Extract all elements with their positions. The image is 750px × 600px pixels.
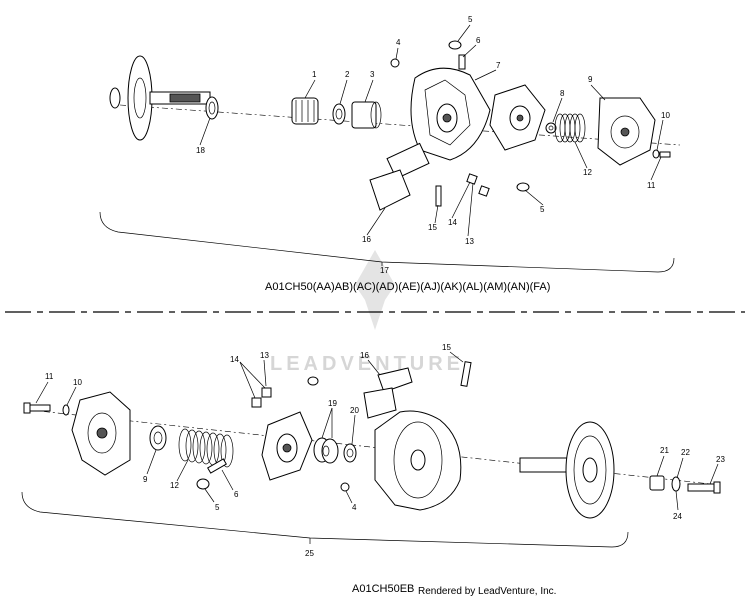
top-weight-16 — [369, 169, 411, 211]
top-washer-18 — [205, 96, 219, 120]
bottom-callout-20: 20 — [350, 406, 359, 415]
bottom-callout-25: 25 — [305, 549, 314, 558]
render-credit: Rendered by LeadVenture, Inc. — [418, 586, 556, 597]
top-bushing-3 — [351, 101, 382, 129]
bottom-callout-11: 11 — [45, 372, 54, 381]
top-fixed-sheave — [109, 55, 211, 141]
top-model-label: A01CH50(AA)AB)(AC)(AD)(AE)(AJ)(AK)(AL)(A… — [265, 281, 550, 293]
top-pin-6 — [458, 54, 466, 70]
bottom-bolt-23 — [687, 481, 721, 494]
leadventure-watermark: LEADVENTURE — [270, 250, 464, 375]
bottom-callout-24: 24 — [673, 512, 682, 521]
top-callout-3: 3 — [370, 70, 375, 79]
bottom-shoes-13-14 — [251, 387, 272, 408]
top-callout-7: 7 — [496, 61, 501, 70]
bottom-spider-assembly — [261, 411, 313, 481]
top-cover-9 — [597, 97, 656, 166]
top-movable-sheave-7 — [386, 67, 491, 180]
top-group-bracket — [99, 211, 675, 273]
bottom-assembly: 11 10 9 12 14 13 5 6 19 20 16 15 4 21 22… — [21, 343, 725, 597]
bottom-pin-6 — [207, 458, 227, 474]
top-callout-16: 16 — [362, 235, 371, 244]
bottom-bushing-9 — [149, 425, 167, 451]
top-callout-10: 10 — [661, 111, 670, 120]
top-callout-15: 15 — [428, 223, 437, 232]
top-bolt-11 — [659, 151, 671, 158]
top-callout-2: 2 — [345, 70, 350, 79]
top-callout-14: 14 — [448, 218, 457, 227]
top-spider-assembly — [489, 84, 546, 151]
bottom-callout-14: 14 — [230, 355, 239, 364]
top-callout-12: 12 — [583, 168, 592, 177]
bottom-callout-9: 9 — [143, 475, 148, 484]
top-callouts: 1 2 3 4 5 6 7 8 9 10 11 12 5 13 14 15 16… — [196, 15, 670, 275]
top-spring-12 — [554, 113, 586, 143]
bottom-bearing-19 — [313, 437, 339, 464]
top-callout-5a: 5 — [468, 15, 473, 24]
bottom-group-bracket — [21, 491, 629, 548]
bottom-bolt-15 — [460, 361, 472, 387]
watermark-text: LEADVENTURE — [270, 353, 464, 375]
bottom-callout-15: 15 — [442, 343, 451, 352]
top-cap-5 — [448, 40, 530, 192]
bottom-bushing-21 — [649, 475, 665, 491]
bottom-spring-12 — [178, 428, 234, 468]
bottom-callout-13: 13 — [260, 351, 269, 360]
top-bolt-15 — [435, 185, 442, 207]
bottom-callout-12: 12 — [170, 481, 179, 490]
bottom-callout-23: 23 — [716, 455, 725, 464]
watermark-logo-icon — [355, 250, 395, 330]
top-nut-4 — [390, 58, 400, 68]
bottom-callout-16: 16 — [360, 351, 369, 360]
bottom-nut-4 — [340, 482, 350, 492]
top-shoes-13-14 — [466, 173, 490, 197]
top-assembly: 1 2 3 4 5 6 7 8 9 10 11 12 5 13 14 15 16… — [99, 15, 681, 293]
bottom-leader-lines — [35, 351, 719, 511]
top-callout-8: 8 — [560, 89, 565, 98]
bottom-weight-16 — [363, 367, 413, 419]
bottom-washer-20 — [343, 443, 357, 463]
bottom-movable-sheave — [374, 410, 462, 511]
bottom-callout-5: 5 — [215, 503, 220, 512]
bottom-cover-9 — [71, 391, 131, 476]
top-callout-18: 18 — [196, 146, 205, 155]
top-callout-17: 17 — [380, 266, 389, 275]
bottom-callout-10: 10 — [73, 378, 82, 387]
bottom-callout-22: 22 — [681, 448, 690, 457]
bottom-callouts: 11 10 9 12 14 13 5 6 19 20 16 15 4 21 22… — [45, 343, 725, 558]
bottom-fixed-sheave — [519, 421, 615, 519]
bottom-cap-5 — [196, 376, 319, 490]
top-leader-lines — [199, 24, 664, 237]
bottom-bolt-11 — [23, 402, 51, 414]
top-callout-1: 1 — [312, 70, 317, 79]
bottom-callout-19: 19 — [328, 399, 337, 408]
top-callout-6: 6 — [476, 36, 481, 45]
bottom-washer-10 — [62, 404, 70, 416]
top-bearing-1 — [291, 97, 319, 125]
bottom-washer-22-24 — [671, 476, 681, 492]
top-callout-13: 13 — [465, 237, 474, 246]
top-washer-2 — [332, 103, 346, 125]
bottom-callout-21: 21 — [660, 446, 669, 455]
bottom-callout-4: 4 — [352, 503, 357, 512]
bottom-model-label: A01CH50EB — [352, 583, 414, 595]
top-callout-5b: 5 — [540, 205, 545, 214]
bottom-callout-6: 6 — [234, 490, 239, 499]
top-callout-9: 9 — [588, 75, 593, 84]
top-callout-11: 11 — [647, 181, 656, 190]
top-callout-4: 4 — [396, 38, 401, 47]
top-washer-10 — [652, 149, 660, 159]
top-nut-8 — [545, 122, 557, 134]
